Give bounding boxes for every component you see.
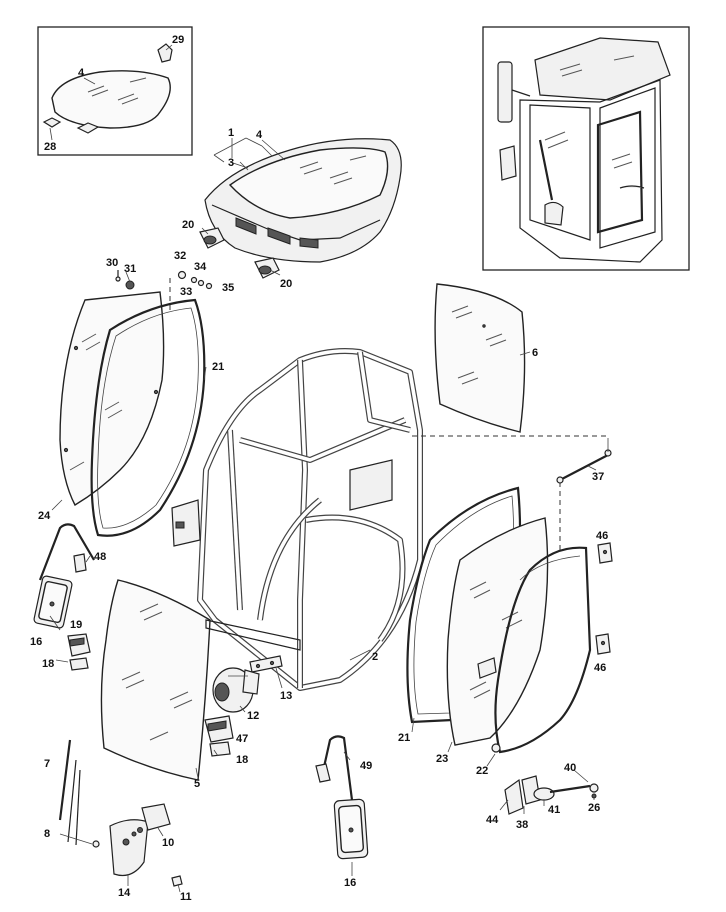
callout-32: 32 [174,250,186,262]
wiper-and-washer [58,739,183,887]
callout-31: 31 [124,263,136,275]
callout-20-left: 20 [182,219,194,231]
callout-26: 26 [588,802,600,814]
callout-24: 24 [38,510,51,522]
callout-28: 28 [44,141,56,153]
callout-10: 10 [162,837,174,849]
callout-37: 37 [592,471,604,483]
door-handle-49 [315,735,354,801]
callout-35: 35 [222,282,234,294]
callout-49: 49 [360,760,372,772]
callout-7: 7 [44,758,50,770]
callout-20-right: 20 [280,278,292,290]
callout-16-bottom: 16 [344,877,356,889]
left-door-glass [59,291,165,506]
callout-23: 23 [436,753,448,765]
callout-5: 5 [194,778,200,790]
gas-strut-37 [556,438,612,484]
mirror-bottom [333,798,369,860]
callout-11: 11 [180,891,192,903]
callout-1: 1 [228,127,234,139]
callout-34: 34 [194,261,207,273]
work-lamps [199,227,280,279]
wiper-motor-12 [212,667,260,713]
callout-21-right: 21 [398,732,410,744]
right-door-glass-23 [446,517,549,746]
callout-38: 38 [516,819,528,831]
callout-29: 29 [172,34,184,46]
inset-roof-panel-detail [37,26,193,156]
callout-47: 47 [236,733,248,745]
callout-48: 48 [94,551,106,563]
right-door-frame-22 [491,546,592,754]
door-handle-48 [38,523,95,581]
callout-46-bottom: 46 [594,662,606,674]
callout-44: 44 [486,814,499,826]
callout-6: 6 [532,347,538,359]
roof-assembly [204,137,402,263]
callout-19: 19 [70,619,82,631]
callout-18-left: 18 [42,658,54,670]
cab-frame [171,348,423,691]
callout-16-left: 16 [30,636,42,648]
leader-lines [49,138,597,893]
callout-13: 13 [280,690,292,702]
hinges-46 [595,542,613,655]
front-windscreen-glass [100,579,211,781]
callout-30: 30 [106,257,118,269]
callout-4-roof: 4 [256,129,263,141]
callout-22: 22 [476,765,488,777]
side-lamps-right [204,715,234,757]
callout-46-top: 46 [596,530,608,542]
callout-3: 3 [228,157,234,169]
callout-2: 2 [372,651,378,663]
latch-assembly [504,775,599,815]
callout-21-left: 21 [212,361,224,373]
callout-33: 33 [180,286,192,298]
callout-4-inset: 4 [78,67,85,79]
mirror-left [33,575,73,629]
callout-labels: 29 4 28 1 4 3 20 20 30 31 32 34 33 35 21… [30,34,608,903]
callout-40: 40 [564,762,576,774]
callout-12: 12 [247,710,259,722]
right-rear-glass [434,283,526,433]
side-lamps-left [67,633,91,671]
part-13-bracket [249,655,283,673]
callout-41: 41 [548,804,560,816]
callout-8: 8 [44,828,50,840]
callout-18-right: 18 [236,754,248,766]
left-door-seal [90,298,206,537]
callout-14: 14 [118,887,131,899]
inset-assembled-cab-view [482,26,690,271]
